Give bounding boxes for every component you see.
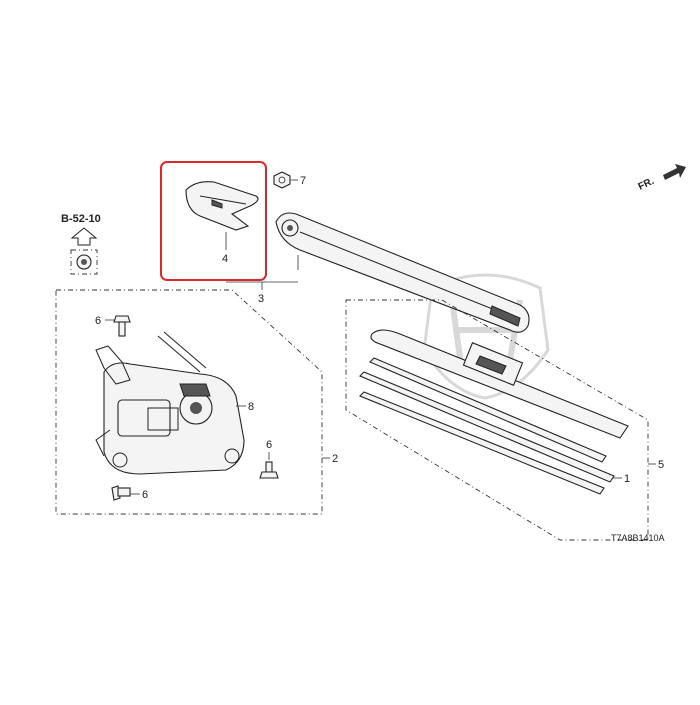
- callout-8: 8: [248, 401, 254, 413]
- diagram-code: T7A8B1410A: [611, 533, 665, 543]
- reference-group: B-52-10: [61, 213, 101, 275]
- callout-6-bottom: 6: [142, 489, 148, 501]
- callout-1: 1: [624, 473, 630, 485]
- arm-cap: [185, 181, 259, 231]
- callout-2: 2: [332, 453, 338, 465]
- front-direction-indicator: FR.: [637, 164, 686, 193]
- callout-6-right: 6: [266, 439, 272, 451]
- reference-label: B-52-10: [61, 213, 101, 225]
- nut-7: [273, 171, 291, 189]
- callout-7: 7: [300, 175, 306, 187]
- blade-rubber-2: [359, 371, 615, 495]
- arrow-right-icon: [663, 164, 686, 180]
- front-label: FR.: [637, 176, 656, 193]
- wiper-motor: [95, 331, 245, 475]
- clip-icon: [70, 249, 98, 275]
- bolt-6-top: [113, 315, 131, 337]
- blade-group-box: [345, 299, 649, 541]
- wiper-arm: [275, 212, 530, 333]
- bolt-6-right: [259, 461, 279, 479]
- motor-group-box: [55, 289, 323, 515]
- callout-4: 4: [222, 253, 228, 265]
- bolt-6-bottom: [111, 485, 131, 501]
- highlight-box: [160, 161, 267, 281]
- up-arrow-icon: [70, 227, 98, 246]
- wiper-blade: [370, 329, 629, 439]
- callout-5: 5: [658, 459, 664, 471]
- blade-rubber-1: [369, 357, 607, 463]
- callout-6-top: 6: [95, 315, 101, 327]
- callout-3: 3: [258, 293, 264, 305]
